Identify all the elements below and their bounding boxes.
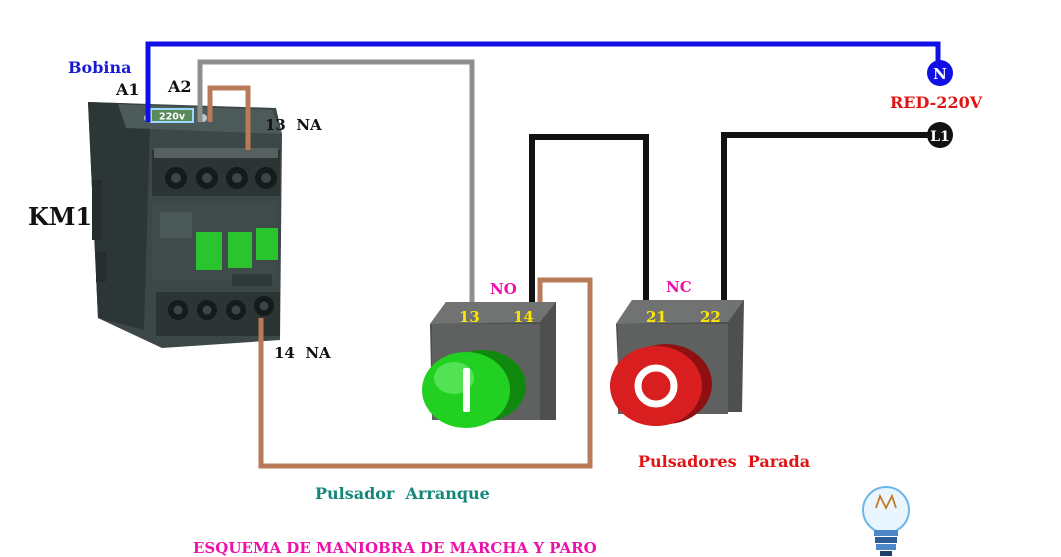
stop-terminal-21-label: 21 [646, 308, 667, 326]
coil-terminal-a2-label: A2 [167, 77, 192, 96]
neutral-terminal-label: N [933, 65, 947, 83]
phase-link-wire [529, 134, 649, 306]
lower-terminals [168, 296, 274, 320]
start-push-button [422, 302, 556, 428]
circle-stop-icon [634, 364, 678, 408]
start-button-caption: Pulsador Arranque [315, 484, 490, 503]
stop-button-caption: Pulsadores Parada [638, 452, 810, 471]
contactor-name-label: KM1 [28, 202, 92, 231]
neutral-terminal: N [927, 60, 953, 86]
supply-network-label: RED-220V [890, 93, 983, 112]
line-start-icon [463, 368, 470, 412]
coil-terminal-a1-label: A1 [115, 80, 140, 99]
stop-push-button [610, 300, 744, 426]
phase-terminal: L1 [927, 122, 953, 148]
stop-terminal-22-label: 22 [700, 308, 721, 326]
coil-rating-label: 220v [159, 112, 186, 123]
upper-terminals [165, 167, 277, 189]
contactor-km1: 220v [88, 102, 282, 348]
phase-supply-wire [721, 132, 930, 306]
normally-open-label: NO [490, 280, 517, 298]
self-hold-wire-13 [207, 85, 251, 150]
light-bulb-icon [862, 486, 910, 556]
coil-label: Bobina [68, 58, 131, 77]
aux-contact-14-label: 14 NA [274, 344, 331, 362]
neutral-wire [145, 41, 941, 122]
phase-terminal-label: L1 [930, 129, 950, 145]
start-terminal-13-label: 13 [459, 308, 480, 326]
diagram-title: ESQUEMA DE MANIOBRA DE MARCHA Y PARO [193, 539, 597, 557]
start-terminal-14-label: 14 [513, 308, 534, 326]
normally-closed-label: NC [666, 278, 692, 296]
self-hold-wire-14 [258, 277, 593, 469]
aux-contact-13-label: 13 NA [265, 116, 322, 134]
coil-return-wire [197, 59, 475, 306]
